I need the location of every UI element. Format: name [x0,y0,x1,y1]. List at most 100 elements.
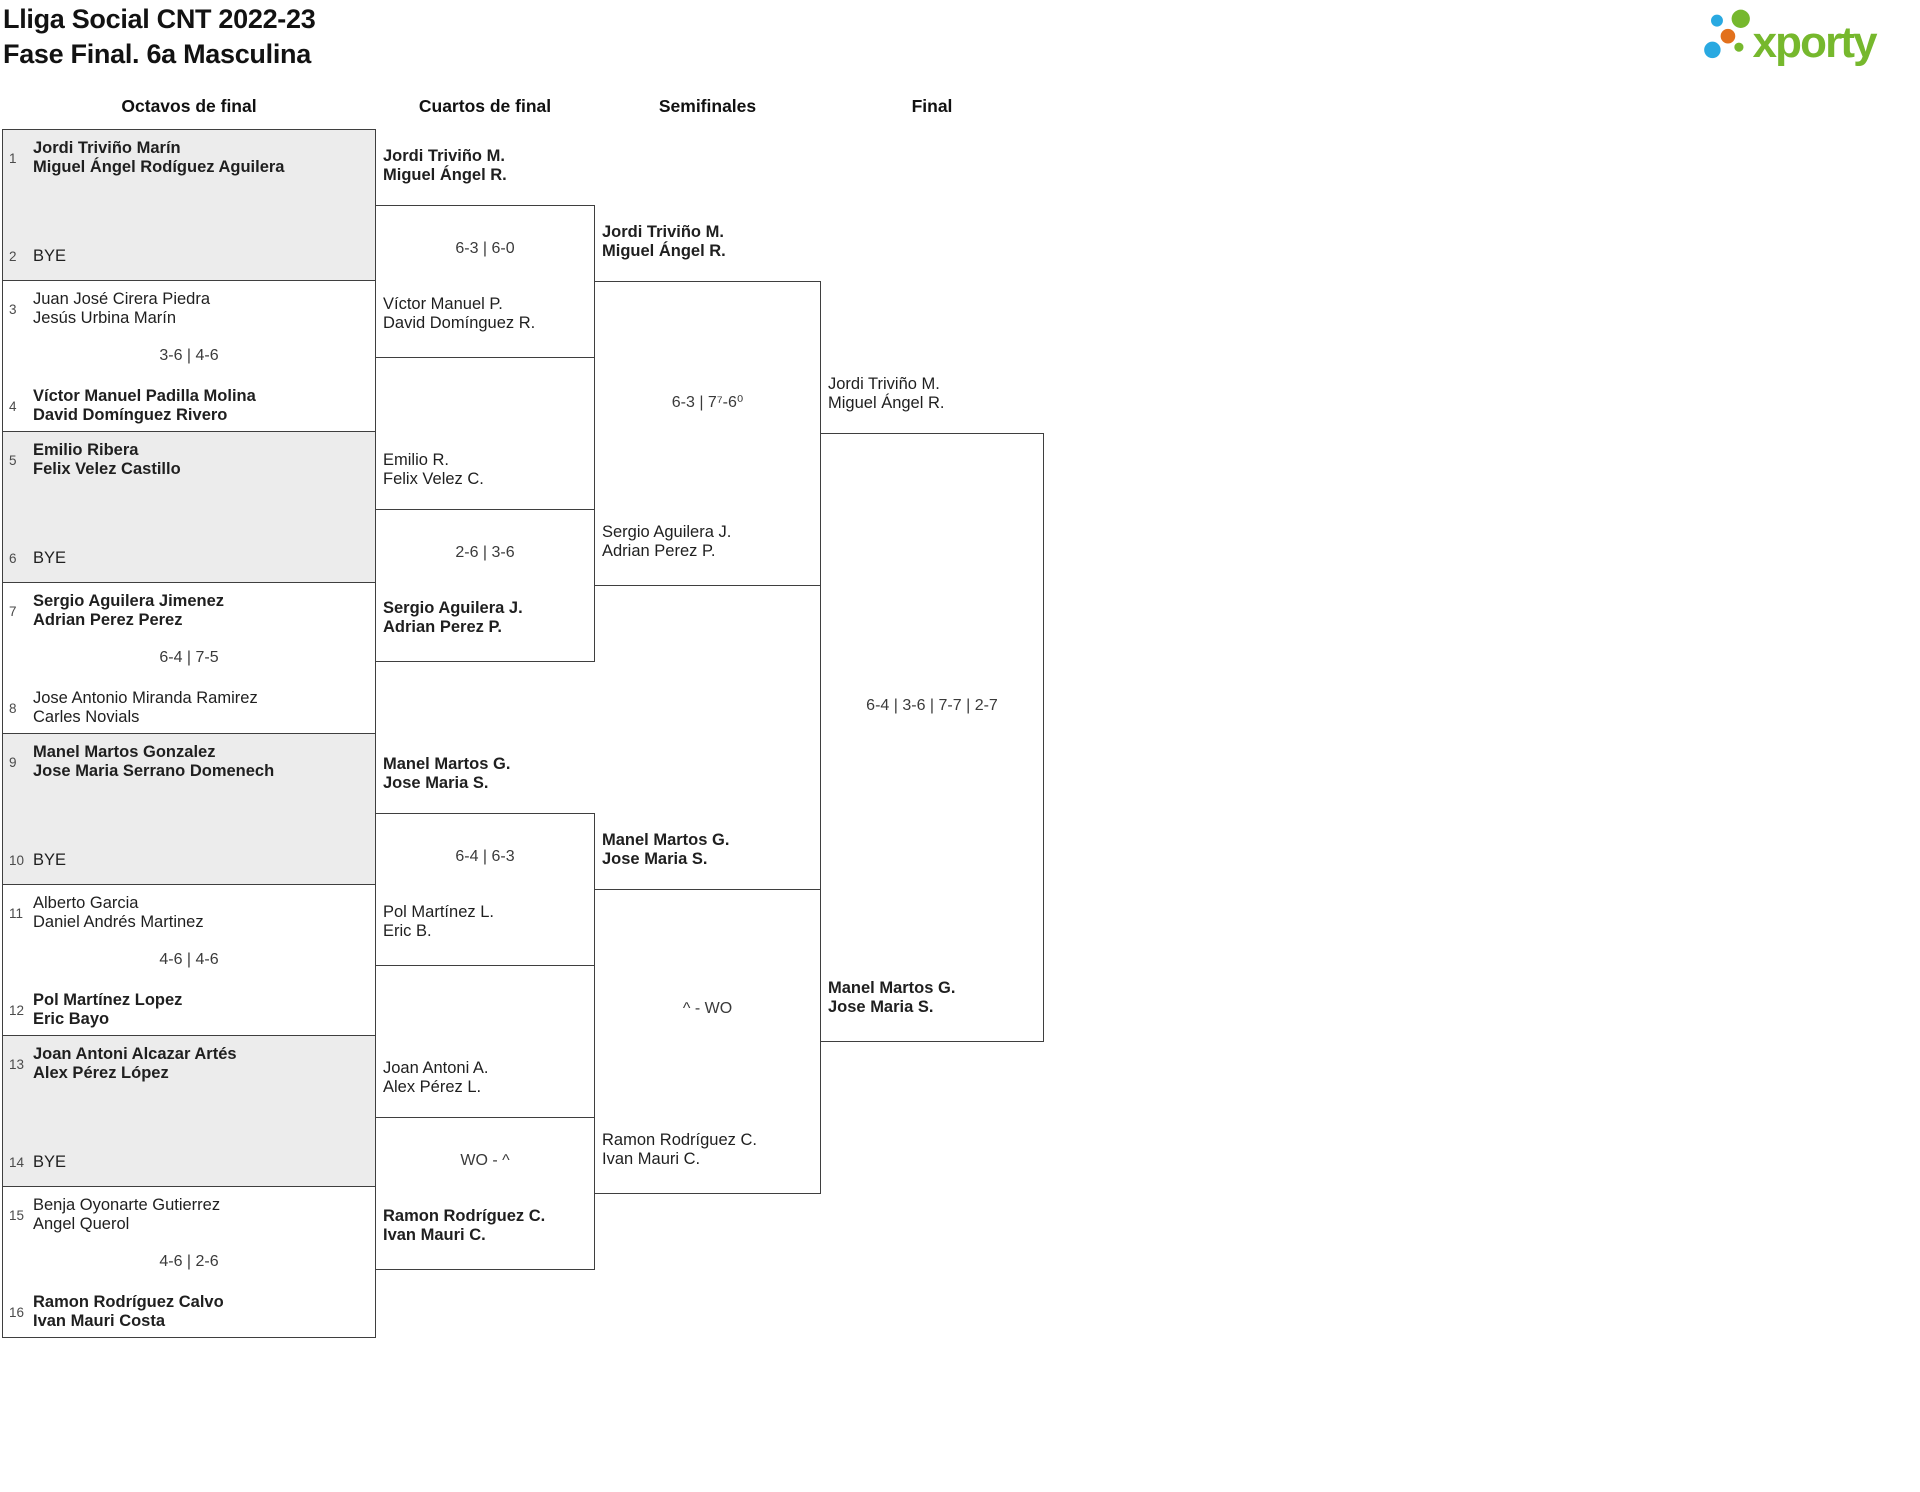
player-name: Sergio Aguilera Jimenez [33,592,225,610]
team-names: Alberto Garcia Daniel Andrés Martinez [33,894,204,932]
player-name: Miguel Ángel R. [383,166,507,184]
bracket-slot: 12 Pol Martínez Lopez Eric Bayo [9,991,369,1029]
team-names-bottom: Víctor Manuel P. David Domínguez R. [383,295,587,333]
octavos-match-3: 5 Emilio Ribera Felix Velez Castillo 6 B… [2,431,376,583]
octavos-match-6: 11 Alberto Garcia Daniel Andrés Martinez… [2,884,376,1036]
player-name: Jordi Triviño M. [602,223,724,241]
octavos-match-4: 7 Sergio Aguilera Jimenez Adrian Perez P… [2,582,376,734]
match-score: 6-3 | 6-0 [455,240,515,257]
bracket-slot: 14 BYE [9,1153,369,1172]
bracket-slot: 10 BYE [9,851,369,870]
bracket-slot: 15 Benja Oyonarte Gutierrez Angel Querol [9,1196,369,1234]
player-name: Víctor Manuel P. [383,295,503,313]
player-name: Manel Martos G. [602,831,730,849]
player-name: Joan Antoni A. [383,1059,489,1077]
team-names-top: Emilio R. Felix Velez C. [383,451,587,489]
player-name: Ivan Mauri Costa [33,1312,166,1330]
player-name: Jose Antonio Miranda Ramirez [33,689,258,707]
player-name: Angel Querol [33,1215,130,1233]
player-name: Carles Novials [33,708,140,726]
player-name: Ivan Mauri C. [383,1226,486,1244]
team-names: Emilio Ribera Felix Velez Castillo [33,441,181,479]
bracket-slot: 3 Juan José Cirera Piedra Jesús Urbina M… [9,290,369,328]
seed-number: 12 [9,1002,25,1018]
logo-dot-green-small [1734,42,1744,52]
player-name: Juan José Cirera Piedra [33,290,211,308]
team-names-top: Jordi Triviño M. Miguel Ángel R. [383,147,587,185]
player-name: Adrian Perez P. [602,542,716,560]
team-names: BYE [33,549,66,568]
page-title: Lliga Social CNT 2022-23 Fase Final. 6a … [3,2,316,72]
player-name: Sergio Aguilera J. [383,599,523,617]
bracket-slot: 13 Joan Antoni Alcazar Artés Alex Pérez … [9,1045,369,1083]
bracket-slot: 5 Emilio Ribera Felix Velez Castillo [9,441,369,479]
player-name: BYE [33,247,67,265]
player-name: Alberto Garcia [33,894,139,912]
player-name: Víctor Manuel Padilla Molina [33,387,256,405]
team-names-top: Jordi Triviño M. Miguel Ángel R. [828,375,1036,413]
bracket-slot: 2 BYE [9,247,369,266]
team-names-top: Manel Martos G. Jose Maria S. [383,755,587,793]
player-name: Manel Martos G. [383,755,511,773]
player-name: BYE [33,549,67,567]
seed-number: 7 [9,603,17,619]
page-title-line-2: Fase Final. 6a Masculina [3,39,311,69]
bracket-slot: 7 Sergio Aguilera Jimenez Adrian Perez P… [9,592,369,630]
logo-text: xporty [1753,18,1879,67]
seed-number: 11 [9,905,24,921]
player-name: David Domínguez R. [383,314,536,332]
bracket-slot: 9 Manel Martos Gonzalez Jose Maria Serra… [9,743,369,781]
match-score: 4-6 | 4-6 [159,951,219,968]
round-header-cuartos: Cuartos de final [418,96,552,116]
xporty-logo[interactable]: xporty [1688,6,1916,70]
team-names: BYE [33,851,66,870]
player-name: Miguel Ángel R. [828,394,945,412]
player-name: Manel Martos G. [828,979,956,997]
team-names-top: Joan Antoni A. Alex Pérez L. [383,1059,587,1097]
seed-number: 3 [9,301,17,317]
player-name: Felix Velez C. [383,470,484,488]
team-names: Jordi Triviño Marín Miguel Ángel Rodígue… [33,139,284,177]
player-name: Alex Pérez López [33,1064,169,1082]
bracket-slot: 6 BYE [9,549,369,568]
bracket-slot: 4 Víctor Manuel Padilla Molina David Dom… [9,387,369,425]
octavos-match-2: 3 Juan José Cirera Piedra Jesús Urbina M… [2,280,376,432]
match-score: 6-4 | 6-3 [455,848,515,865]
bracket-slot: 16 Ramon Rodríguez Calvo Ivan Mauri Cost… [9,1293,369,1331]
player-name: BYE [33,851,67,869]
player-name: Benja Oyonarte Gutierrez [33,1196,221,1214]
player-name: Ramon Rodríguez Calvo [33,1293,224,1311]
player-name: Jordi Triviño Marín [33,139,181,157]
team-names-top: Manel Martos G. Jose Maria S. [602,831,813,869]
semifinal-match-1: Jordi Triviño M. Miguel Ángel R. 6-3 | 7… [594,223,821,586]
player-name: Joan Antoni Alcazar Artés [33,1045,237,1063]
cuartos-match-3: Manel Martos G. Jose Maria S. 6-4 | 6-3 … [375,755,595,966]
seed-number: 6 [9,551,17,566]
match-score: 3-6 | 4-6 [159,347,219,364]
player-name: Ramon Rodríguez C. [383,1207,546,1225]
team-names-bottom: Manel Martos G. Jose Maria S. [828,979,1036,1017]
player-name: Alex Pérez L. [383,1078,482,1096]
bracket-slot: 8 Jose Antonio Miranda Ramirez Carles No… [9,689,369,727]
round-header-octavos: Octavos de final [121,96,257,116]
team-names: Joan Antoni Alcazar Artés Alex Pérez Lóp… [33,1045,237,1083]
seed-number: 10 [9,853,25,868]
team-names: BYE [33,1153,66,1172]
cuartos-match-4: Joan Antoni A. Alex Pérez L. WO - ^ Ramo… [375,1059,595,1270]
seed-number: 16 [9,1304,25,1320]
player-name: Felix Velez Castillo [33,460,181,478]
player-name: Eric B. [383,922,432,940]
player-name: Eric Bayo [33,1010,110,1028]
player-name: Jose Maria Serrano Domenech [33,762,275,780]
seed-number: 13 [9,1056,25,1072]
match-score: WO - ^ [460,1152,510,1169]
player-name: Ivan Mauri C. [602,1150,701,1168]
team-names: Víctor Manuel Padilla Molina David Domín… [33,387,256,425]
team-names-bottom: Sergio Aguilera J. Adrian Perez P. [383,599,587,637]
match-score: 6-3 | 7⁷-6⁰ [671,394,744,411]
player-name: Adrian Perez P. [383,618,502,636]
seed-number: 1 [9,150,17,166]
team-names: Pol Martínez Lopez Eric Bayo [33,991,182,1029]
team-names: Benja Oyonarte Gutierrez Angel Querol [33,1196,220,1234]
seed-number: 5 [9,452,17,468]
